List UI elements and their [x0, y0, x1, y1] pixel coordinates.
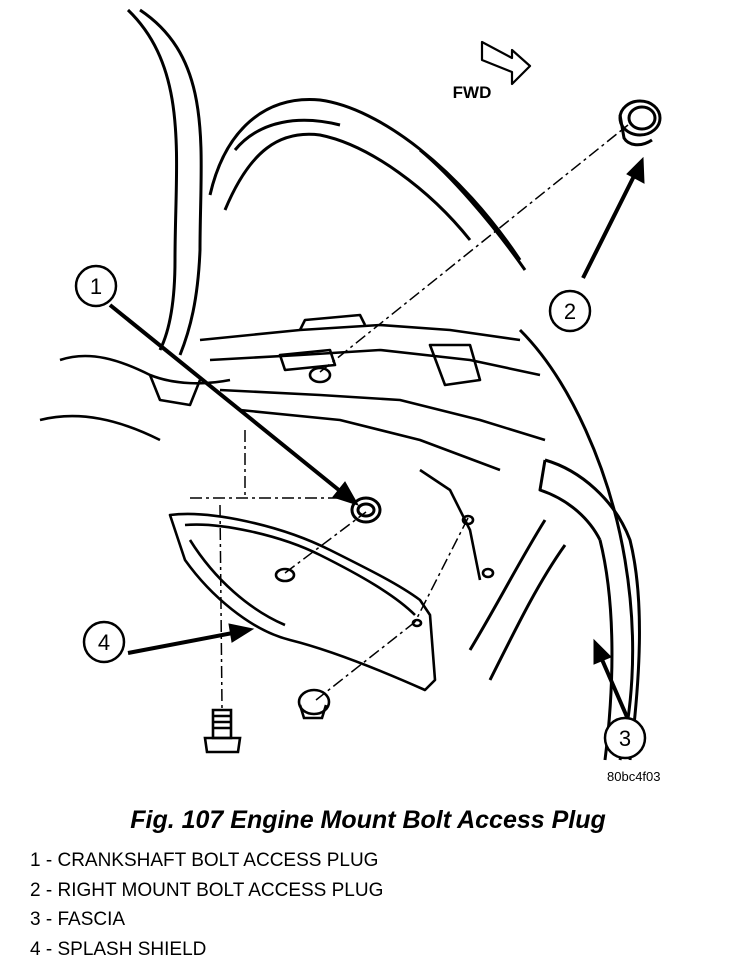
- figure-caption: Fig. 107 Engine Mount Bolt Access Plug: [130, 806, 606, 834]
- legend-item: 4 - SPLASH SHIELD: [30, 935, 383, 964]
- wheel-well-structure: [39, 313, 546, 581]
- callout-1: 1: [74, 264, 118, 308]
- legend-item-label: SPLASH SHIELD: [57, 938, 207, 960]
- retainer-clip: [297, 688, 331, 720]
- legend-separator: -: [40, 938, 58, 960]
- splash-shield-part: [168, 512, 437, 692]
- callout-2-number: 2: [564, 299, 576, 324]
- callout-3: 3: [603, 716, 647, 760]
- legend-item: 2 - RIGHT MOUNT BOLT ACCESS PLUG: [30, 876, 383, 906]
- crankshaft-bolt-access-plug: [350, 496, 382, 524]
- legend-item: 1 - CRANKSHAFT BOLT ACCESS PLUG: [30, 846, 383, 876]
- legend-item: 3 - FASCIA: [30, 905, 383, 935]
- forward-direction-indicator: FWD: [453, 40, 532, 102]
- callout-4: 4: [82, 620, 126, 664]
- technical-diagram: 1 2 3 4 FWD 80bc4f03: [39, 8, 662, 784]
- legend-separator: -: [40, 909, 58, 930]
- drawing-code: 80bc4f03: [607, 769, 661, 784]
- callout-3-number: 3: [619, 726, 631, 751]
- callout-1-number: 1: [90, 274, 102, 299]
- legend-separator: -: [40, 879, 58, 901]
- leader-arrows: [108, 156, 645, 718]
- legend-item-label: RIGHT MOUNT BOLT ACCESS PLUG: [57, 879, 384, 901]
- legend-item-label: CRANKSHAFT BOLT ACCESS PLUG: [57, 850, 379, 871]
- fender-outline: [126, 8, 527, 356]
- fascia-part: [468, 328, 641, 761]
- legend-item-label: FASCIA: [57, 909, 126, 930]
- forward-arrow-icon: [480, 40, 532, 86]
- callout-4-number: 4: [98, 630, 110, 655]
- legend-separator: -: [40, 850, 58, 871]
- right-mount-bolt-access-plug: [618, 99, 662, 147]
- callout-2: 2: [548, 289, 592, 333]
- alignment-lines: [190, 124, 629, 709]
- callout-legend: 1 - CRANKSHAFT BOLT ACCESS PLUG 2 - RIGH…: [30, 846, 383, 964]
- forward-label: FWD: [453, 83, 492, 102]
- bolt-fastener: [203, 708, 242, 754]
